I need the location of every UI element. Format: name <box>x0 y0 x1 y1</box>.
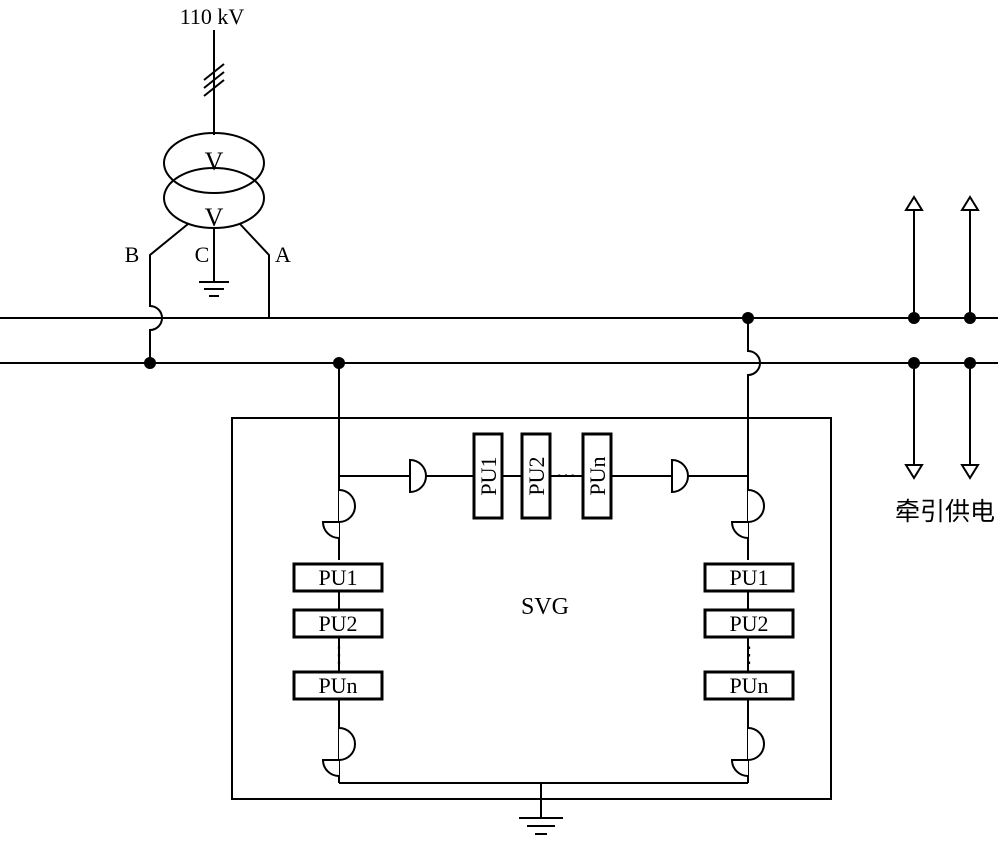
reactor-icons <box>321 458 765 777</box>
transformer-secondary-wiring <box>149 223 270 363</box>
right-chain-vdots: ⋮ <box>738 642 760 667</box>
right-pu-label: PU1 <box>729 565 768 590</box>
left-pu-chain: PU1 PU2 PUn ⋮ <box>292 562 384 701</box>
traction-supply-label: 牵引供电 <box>895 497 995 526</box>
svg-ground-icon <box>519 817 563 835</box>
top-chain-ellipsis: ⋯ <box>556 465 576 487</box>
phase-a-label: A <box>275 242 291 267</box>
right-pu-label: PUn <box>729 673 768 698</box>
svg-label: SVG <box>521 594 569 620</box>
svg-internal-wiring <box>338 318 761 818</box>
left-pu-label: PUn <box>318 673 357 698</box>
top-pu-chain: PU1 PU2 PUn ⋯ <box>472 432 613 520</box>
incoming-line-110kv <box>203 30 225 135</box>
svg-enclosure <box>231 417 832 800</box>
phase-c-label: C <box>195 242 210 267</box>
left-pu-label: PU2 <box>318 611 357 636</box>
top-pu-label: PUn <box>585 456 610 495</box>
traction-feeders <box>904 195 980 480</box>
phase-b-label: B <box>125 242 140 267</box>
transformer-lower-winding-label: V <box>205 203 224 232</box>
right-pu-label: PU2 <box>729 611 768 636</box>
left-pu-label: PU1 <box>318 565 357 590</box>
left-chain-vdots: ⋮ <box>328 642 350 667</box>
voltage-label: 110 kV <box>180 4 245 29</box>
transformer-ground-icon <box>199 281 229 297</box>
right-pu-chain: PU1 PU2 PUn ⋮ <box>703 562 795 701</box>
top-pu-label: PU2 <box>524 456 549 495</box>
transformer-upper-winding-label: V <box>205 147 224 176</box>
bus-junctions <box>144 312 976 369</box>
top-pu-label: PU1 <box>476 456 501 495</box>
